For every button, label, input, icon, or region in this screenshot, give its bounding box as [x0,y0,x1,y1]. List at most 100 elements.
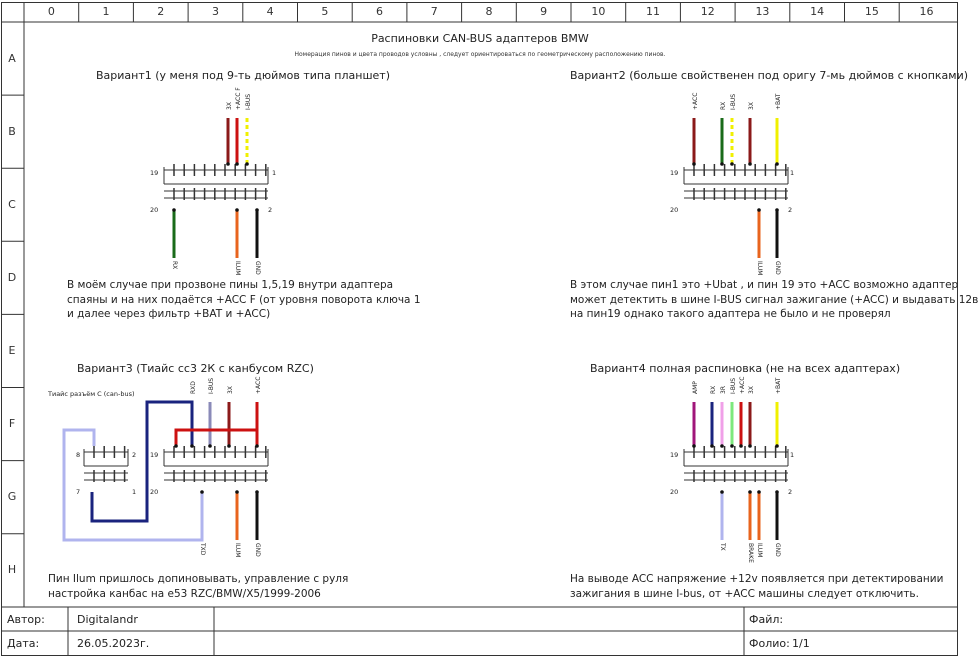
pin-number-19: 19 [670,169,679,177]
wire-label-brake: BRAKE [747,543,754,563]
date-label: Дата: [7,637,40,650]
pin-number-2: 2 [268,206,273,214]
pin-number-1: 1 [790,169,795,177]
pin-number-2: 2 [132,451,137,459]
note-line: зажигания в шине I-bus, от +ACC машины с… [570,587,919,600]
wire-label-bat: +BAT [775,377,782,394]
pin-dot [190,444,194,448]
pin-dot [245,162,249,166]
variant2-heading: Вариант2 (больше свойственен под оригу 7… [570,69,969,82]
pin-dot [739,444,743,448]
pin-dot [235,490,239,494]
file-label: Файл: [749,613,784,626]
pin-dot [775,490,779,494]
grid-column-label: 7 [430,5,438,18]
wire-label-rxd: RXD [190,381,197,394]
grid-column-label: 4 [266,5,274,18]
wire-label-bat: +BAT [775,93,782,110]
pin-number-19: 19 [670,451,679,459]
pin-number-19: 19 [150,451,159,459]
pin-dot [720,490,724,494]
pin-number-8: 8 [76,451,81,459]
connector-c-label: Тиайс разъём С (can-bus) [48,390,135,398]
wire-label-ibus: I-BUS [245,93,252,110]
pin-dot [226,162,230,166]
grid-column-label: 10 [591,5,606,18]
pin-number-20: 20 [670,206,679,214]
pin-dot [775,162,779,166]
wire-label-ibus: I-BUS [208,377,215,394]
pin-dot [775,444,779,448]
grid-column-label: 1 [102,5,110,18]
grid-column-label: 3 [211,5,219,18]
wire-label-3x: 3X [748,386,755,394]
pin-dot [748,490,752,494]
pin-dot [757,490,761,494]
pin-dot [720,444,724,448]
pin-number-2: 2 [788,206,793,214]
grid-row-label: F [8,417,16,431]
wire-label-rx: RX [171,261,178,270]
variant2-note: В этом случае пин1 это +Ubat , и пин 19 … [570,278,978,322]
wire-label-3x: 3X [227,386,234,394]
pin-number-2: 2 [788,488,793,496]
grid-column-label: 9 [540,5,548,18]
note-line: и далее через фильтр +BAT и +ACC) [67,308,271,320]
wire-label-rx: RX [710,385,717,394]
grid-column-label: 11 [646,5,661,18]
grid-column-label: 14 [810,5,825,18]
pin-dot [748,444,752,448]
variant1-heading: Вариант1 (у меня под 9-ть дюймов типа пл… [96,69,390,82]
note-line: спаяны и на них подаётся +ACC F (от уров… [67,293,421,306]
pin-number-19: 19 [150,169,159,177]
grid-column-label: 2 [157,5,165,18]
wire-label-gnd: GND [774,261,781,275]
pin-dot [730,162,734,166]
pin-dot [775,208,779,212]
pin-dot [255,208,259,212]
folio-value: 1/1 [792,637,810,650]
date-value: 26.05.2023г. [77,637,150,650]
grid-row-label: C [8,197,16,211]
variant3-heading: Вариант3 (Тиайс сс3 2К с канбусом RZC) [77,362,314,375]
variant4-heading: Вариант4 полная распиновка (не на всех а… [590,362,901,375]
pin-number-20: 20 [150,488,159,496]
pin-dot [235,208,239,212]
wire-label-ilum: ILUM [234,261,241,276]
grid-column-label: 13 [755,5,770,18]
wire-label-ilum: ILUM [756,543,763,558]
pin-dot [172,208,176,212]
wire-label-gnd: GND [254,261,261,275]
pin-number-20: 20 [670,488,679,496]
wire-label-amp: AMP [692,381,699,394]
note-line: В этом случае пин1 это +Ubat , и пин 19 … [570,279,959,291]
variant1-note: В моём случае при прозвоне пины 1,5,19 в… [67,278,421,322]
wire-label-tx: TX [719,543,726,551]
pin-dot [720,162,724,166]
grid-row-label: B [8,124,16,138]
wire-label-txd: TXD [199,543,206,556]
wire-label-ilum: ILUM [234,543,241,558]
pin-dot [208,444,212,448]
author-label: Автор: [7,613,45,626]
sheet-title: Распиновки CAN-BUS адаптеров BMW [371,32,589,45]
note-line: на пин19 однако такого адаптера не было … [570,308,891,320]
pin-dot [757,208,761,212]
note-line: В моём случае при прозвоне пины 1,5,19 в… [67,279,394,291]
pin-number-20: 20 [150,206,159,214]
folio-label: Фолио: [749,637,790,650]
pin-number-7: 7 [76,488,81,496]
note-line: настройка канбас на е53 RZC/BMW/X5/1999-… [48,587,321,600]
grid-row-label: A [8,51,16,65]
wire-label-gnd: GND [254,543,261,557]
pin-number-1: 1 [790,451,795,459]
grid-row-label: H [7,563,17,577]
author-value: Digitalandr [77,613,138,626]
pin-dot [710,444,714,448]
pin-dot [235,162,239,166]
variant3-note: Пин Ilum пришлось допиновывать, управлен… [48,572,348,601]
wire-label-gnd: GND [774,543,781,557]
wire-label-acc-f: +ACC F [235,87,242,110]
